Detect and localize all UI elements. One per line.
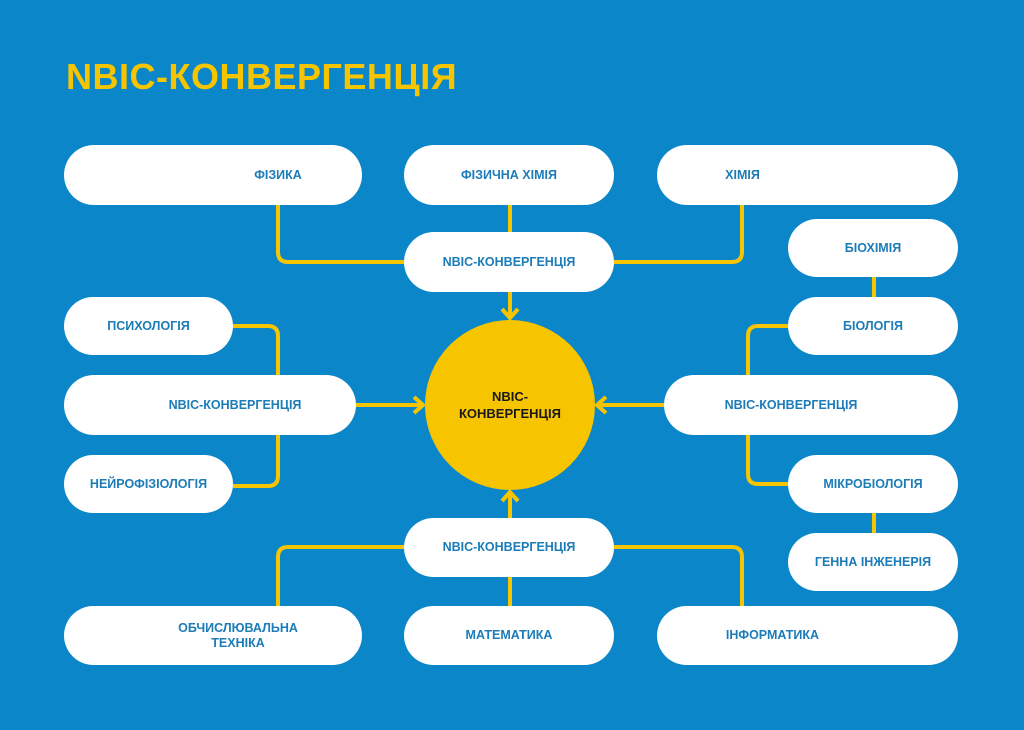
connector-informatics [614,545,744,606]
center-label: NBIC-КОНВЕРГЕНЦІЯ [458,389,562,421]
node-biology: БІОЛОГІЯ [788,297,958,355]
node-mathematics: МАТЕМАТИКА [404,606,614,665]
arrow-right [595,395,664,415]
node-label: NBIC-КОНВЕРГЕНЦІЯ [168,397,302,412]
node-label: ПСИХОЛОГІЯ [107,318,190,333]
node-label: NBIC-КОНВЕРГЕНЦІЯ [724,397,858,412]
node-nbic-bottom: NBIC-КОНВЕРГЕНЦІЯ [404,518,614,577]
node-label: NBIC-КОНВЕРГЕНЦІЯ [442,540,576,554]
node-nbic-left: NBIC-КОНВЕРГЕНЦІЯ [64,375,356,435]
center-node: NBIC-КОНВЕРГЕНЦІЯ [425,320,595,490]
node-neurophysiology: НЕЙРОФІЗІОЛОГІЯ [64,455,233,513]
node-nbic-top: NBIC-КОНВЕРГЕНЦІЯ [404,232,614,292]
node-genetic-engineering: ГЕННА ІНЖЕНЕРІЯ [788,533,958,591]
node-label: МАТЕМАТИКА [465,628,553,642]
node-label: БІОХІМІЯ [844,240,902,255]
node-biochemistry: БІОХІМІЯ [788,219,958,277]
node-label: NBIC-КОНВЕРГЕНЦІЯ [442,254,576,269]
node-microbiology: МІКРОБІОЛОГІЯ [788,455,958,513]
node-label: МІКРОБІОЛОГІЯ [823,476,923,491]
connector-physics [276,204,404,264]
node-label: ІНФОРМАТИКА [725,628,820,642]
node-informatics: ІНФОРМАТИКА [657,606,958,665]
node-physical-chemistry: ФІЗИЧНА ХІМІЯ [404,145,614,205]
node-nbic-right: NBIC-КОНВЕРГЕНЦІЯ [664,375,958,435]
node-label: БІОЛОГІЯ [843,318,903,333]
node-physics: ФІЗИКА [64,145,362,205]
node-label: ФІЗИКА [254,167,302,182]
node-label: НЕЙРОФІЗІОЛОГІЯ [89,476,208,491]
arrow-top [500,291,520,320]
node-label: ФІЗИЧНА ХІМІЯ [461,167,557,182]
connector-computing [276,545,404,606]
node-chemistry: ХІМІЯ [657,145,958,205]
node-computing: ОБЧИСЛЮВАЛЬНА ТЕХНІКА [64,606,362,665]
node-label: ХІМІЯ [725,167,760,182]
node-label: ГЕННА ІНЖЕНЕРІЯ [814,554,932,569]
node-psychology: ПСИХОЛОГІЯ [64,297,233,355]
connector-chemistry [614,204,744,264]
page-title: NBIC-КОНВЕРГЕНЦІЯ [66,56,458,97]
node-label: ОБЧИСЛЮВАЛЬНА ТЕХНІКА [178,620,298,650]
arrow-bottom [500,490,520,518]
arrow-left [356,395,425,415]
